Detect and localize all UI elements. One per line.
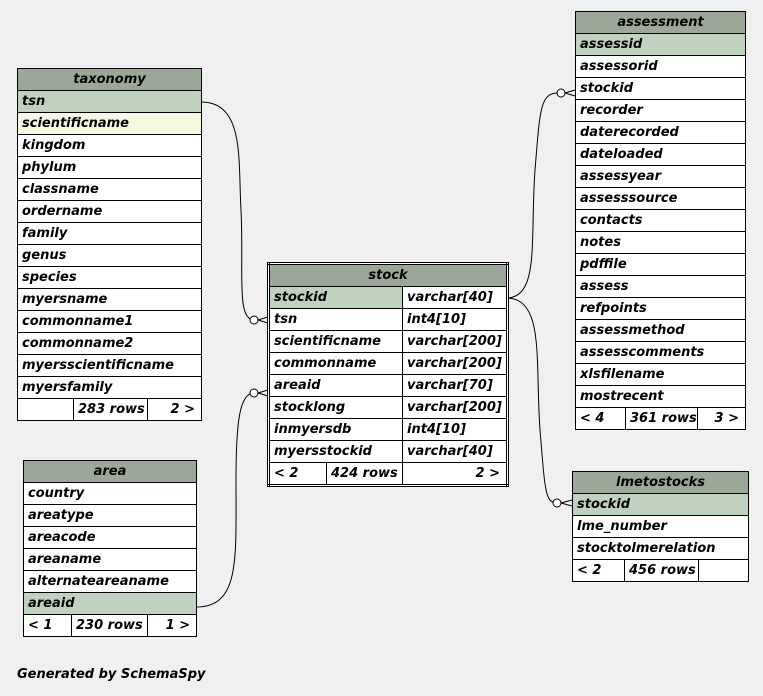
column-row[interactable]: daterecorded <box>575 121 746 144</box>
column-row[interactable]: assessyear <box>575 165 746 188</box>
table-area[interactable]: area country areatype areacode areaname … <box>22 460 198 637</box>
column-name[interactable]: areaid <box>268 374 403 397</box>
table-taxonomy[interactable]: taxonomy tsn scientificname kingdom phyl… <box>16 68 203 421</box>
column-type: int4[10] <box>401 308 509 331</box>
column-type: int4[10] <box>401 418 509 441</box>
link-taxonomy-stock <box>200 101 255 321</box>
row-count: 456 rows <box>624 559 699 582</box>
children-link[interactable]: 3 > <box>697 407 746 430</box>
parents-link <box>17 398 74 421</box>
column-row[interactable]: commonname2 <box>16 332 203 355</box>
column-row[interactable]: stockid <box>575 77 746 100</box>
table-title[interactable]: assessment <box>575 11 746 34</box>
column-row[interactable]: recorder <box>575 99 746 122</box>
column-row[interactable]: stockid <box>571 493 750 516</box>
column-type: varchar[200] <box>401 330 509 353</box>
table-title[interactable]: taxonomy <box>16 68 203 91</box>
row-count: 230 rows <box>71 614 148 637</box>
column-type: varchar[40] <box>401 440 509 463</box>
column-row[interactable]: genus <box>16 244 203 267</box>
column-row[interactable]: classname <box>16 178 203 201</box>
table-title[interactable]: area <box>22 460 198 483</box>
column-row[interactable]: dateloaded <box>575 143 746 166</box>
column-row[interactable]: notes <box>575 231 746 254</box>
table-lmetostocks[interactable]: lmetostocks stockid lme_number stocktolm… <box>571 471 750 582</box>
link-end-circle <box>556 88 566 98</box>
link-end-circle <box>249 315 259 325</box>
column-row[interactable]: lme_number <box>571 515 750 538</box>
row-count: 424 rows <box>326 462 403 486</box>
link-stock-lmetostocks <box>505 297 558 504</box>
column-name[interactable]: stockid <box>268 286 403 309</box>
column-row[interactable]: assesssource <box>575 187 746 210</box>
link-area-stock <box>195 392 255 608</box>
link-end-circle <box>552 498 562 508</box>
column-row[interactable]: areatype <box>22 504 198 527</box>
column-type: varchar[200] <box>401 396 509 419</box>
table-title[interactable]: stock <box>267 263 509 287</box>
parents-link[interactable]: < 2 <box>572 559 625 582</box>
column-row[interactable]: assessmethod <box>575 319 746 342</box>
column-row[interactable]: areaname <box>22 548 198 571</box>
column-row[interactable]: stocktolmerelation <box>571 537 750 560</box>
column-name[interactable]: scientificname <box>268 330 403 353</box>
column-row[interactable]: assessid <box>575 33 746 56</box>
column-type: varchar[70] <box>401 374 509 397</box>
table-title[interactable]: lmetostocks <box>571 471 750 494</box>
children-link <box>697 559 750 582</box>
link-end-circle <box>249 388 259 398</box>
row-count: 283 rows <box>73 398 148 421</box>
generated-by-label: Generated by SchemaSpy <box>17 667 206 682</box>
column-row[interactable]: assessorid <box>575 55 746 78</box>
column-row[interactable]: scientificname <box>16 112 203 135</box>
column-name[interactable]: commonname <box>268 352 403 375</box>
column-row[interactable]: species <box>16 266 203 289</box>
column-row[interactable]: kingdom <box>16 134 203 157</box>
column-row[interactable]: xlsfilename <box>575 363 746 386</box>
link-stock-assessment <box>505 92 559 299</box>
parents-link[interactable]: < 4 <box>575 407 626 430</box>
column-row[interactable]: mostrecent <box>575 385 746 408</box>
column-row[interactable]: myersscientificname <box>16 354 203 377</box>
column-row[interactable]: myersfamily <box>16 376 203 399</box>
column-row[interactable]: areaid <box>22 592 198 615</box>
column-row[interactable]: family <box>16 222 203 245</box>
column-type: varchar[200] <box>401 352 509 375</box>
column-name[interactable]: stocklong <box>268 396 403 419</box>
children-link[interactable]: 1 > <box>146 614 198 637</box>
parents-link[interactable]: < 1 <box>23 614 72 637</box>
column-row[interactable]: assess <box>575 275 746 298</box>
parents-link[interactable]: < 2 <box>268 462 327 486</box>
column-row[interactable]: pdffile <box>575 253 746 276</box>
column-row[interactable]: areacode <box>22 526 198 549</box>
column-name[interactable]: inmyersdb <box>268 418 403 441</box>
row-count: 361 rows <box>625 407 698 430</box>
column-row[interactable]: contacts <box>575 209 746 232</box>
column-name[interactable]: myersstockid <box>268 440 403 463</box>
children-link[interactable]: 2 > <box>146 398 203 421</box>
column-row[interactable]: alternateareaname <box>22 570 198 593</box>
column-row[interactable]: refpoints <box>575 297 746 320</box>
column-name[interactable]: tsn <box>268 308 403 331</box>
column-row[interactable]: tsn <box>16 90 203 113</box>
column-type: varchar[40] <box>401 286 509 309</box>
column-row[interactable]: commonname1 <box>16 310 203 333</box>
column-row[interactable]: ordername <box>16 200 203 223</box>
column-row[interactable]: myersname <box>16 288 203 311</box>
table-assessment[interactable]: assessment assessid assessorid stockid r… <box>575 11 746 430</box>
column-row[interactable]: country <box>22 482 198 505</box>
column-row[interactable]: assesscomments <box>575 341 746 364</box>
children-link[interactable]: 2 > <box>401 462 509 486</box>
column-row[interactable]: phylum <box>16 156 203 179</box>
